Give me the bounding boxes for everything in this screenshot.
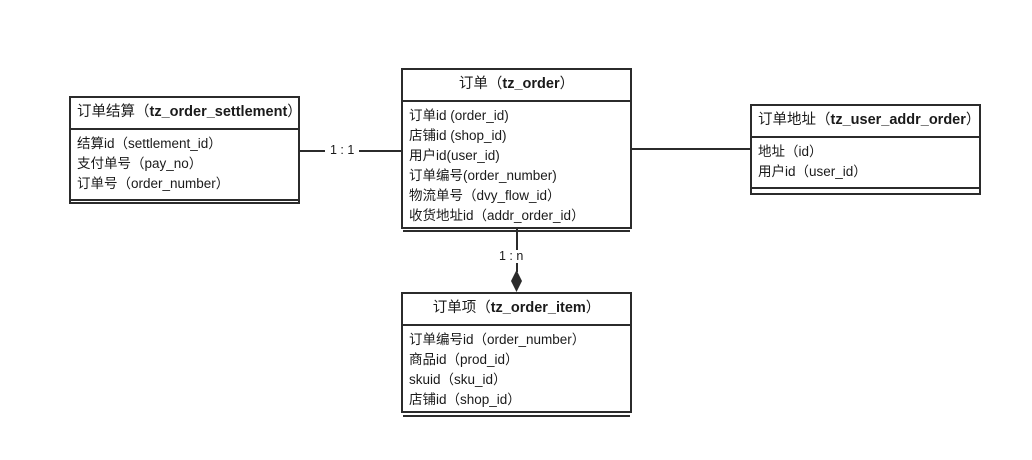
entity-tz-user-addr-order[interactable]: 订单地址（tz_user_addr_order） 地址（id） 用户id（use…: [750, 104, 981, 195]
entity-table-name: tz_order: [502, 76, 560, 92]
entity-attrs-tz-order-settlement: 结算id（settlement_id） 支付单号（pay_no） 订单号（ord…: [71, 130, 298, 201]
attr-row: 地址（id）: [758, 144, 823, 160]
entity-name-cn: 订单: [458, 76, 488, 92]
attr-row: 订单编号id（order_number）: [409, 332, 586, 348]
attr-row: 物流单号（dvy_flow_id）: [409, 187, 561, 203]
entity-title-tz-order: 订单（tz_order）: [403, 70, 630, 103]
attr-row: 支付单号（pay_no）: [77, 156, 203, 172]
attr-row: 订单编号(order_number): [409, 167, 557, 183]
paren-open: （: [135, 104, 150, 120]
entity-footer-tz-order-settlement: [71, 201, 298, 221]
entity-title-tz-order-item: 订单项（tz_order_item）: [403, 294, 630, 327]
relation-label-settlement-order: 1 : 1: [325, 144, 360, 157]
paren-close: ）: [585, 300, 601, 316]
attr-row: 订单号（order_number）: [77, 176, 230, 192]
attr-row: 订单id (order_id): [409, 108, 509, 124]
relation-label-order-item: 1 : n: [494, 250, 529, 263]
entity-title-tz-user-addr-order: 订单地址（tz_user_addr_order）: [752, 106, 981, 139]
attr-row: 收货地址id（addr_order_id）: [409, 207, 585, 223]
attr-row: 用户id（user_id）: [758, 164, 867, 180]
entity-name-cn: 订单项: [432, 300, 477, 316]
paren-close: ）: [287, 104, 302, 120]
entity-footer-tz-user-addr-order: [752, 189, 979, 209]
entity-table-name: tz_order_settlement: [149, 104, 288, 120]
attr-row: 店铺id（shop_id）: [409, 391, 521, 407]
entity-name-cn: 订单地址: [758, 112, 816, 128]
entity-table-name: tz_user_addr_order: [830, 112, 966, 128]
paren-open: （: [476, 300, 491, 316]
entity-attrs-tz-order-item: 订单编号id（order_number） 商品id（prod_id） skuid…: [403, 326, 630, 417]
paren-close: ）: [559, 76, 575, 92]
entity-name-cn: 订单结算: [77, 104, 135, 120]
entity-tz-order[interactable]: 订单（tz_order） 订单id (order_id) 店铺id (shop_…: [401, 68, 632, 233]
entity-table-name: tz_order_item: [490, 300, 586, 316]
attr-row: 用户id(user_id): [409, 148, 500, 164]
entity-tz-order-settlement[interactable]: 订单结算（tz_order_settlement） 结算id（settlemen…: [69, 96, 302, 204]
attr-row: 店铺id (shop_id): [409, 128, 507, 144]
entity-footer-tz-order-item: [403, 417, 630, 437]
paren-open: （: [816, 112, 831, 128]
attr-row: 商品id（prod_id）: [409, 352, 519, 368]
edge-order-item: [516, 227, 518, 272]
entity-attrs-tz-order: 订单id (order_id) 店铺id (shop_id) 用户id(user…: [403, 102, 630, 233]
edge-order-addr: [630, 148, 751, 150]
entity-title-tz-order-settlement: 订单结算（tz_order_settlement）: [71, 98, 302, 131]
attr-row: 结算id（settlement_id）: [77, 136, 222, 152]
entity-tz-order-item[interactable]: 订单项（tz_order_item） 订单编号id（order_number） …: [401, 292, 632, 417]
entity-attrs-tz-user-addr-order: 地址（id） 用户id（user_id）: [752, 138, 979, 190]
entity-footer-tz-order: [403, 232, 630, 252]
attr-row: skuid（sku_id）: [409, 372, 507, 388]
paren-open: （: [487, 76, 503, 92]
paren-close: ）: [965, 112, 981, 128]
